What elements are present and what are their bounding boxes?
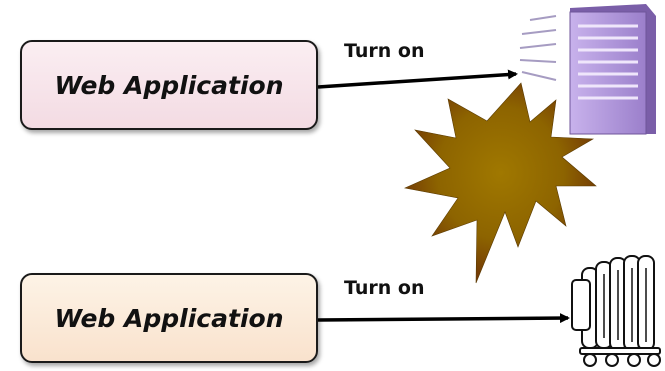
explosion-icon: [403, 82, 597, 284]
web-application-box-top: Web Application: [20, 40, 318, 130]
turn-on-label-bottom: Turn on: [344, 277, 425, 299]
bottom-arrow: [317, 313, 570, 324]
turn-on-label-top: Turn on: [344, 40, 425, 62]
oil-heater-icon: [571, 255, 661, 367]
web-application-label-top: Web Application: [54, 70, 284, 100]
web-application-label-bottom: Web Application: [54, 303, 284, 333]
top-arrow: [317, 69, 518, 89]
server-icon: [519, 4, 656, 135]
web-application-box-bottom: Web Application: [20, 273, 318, 363]
